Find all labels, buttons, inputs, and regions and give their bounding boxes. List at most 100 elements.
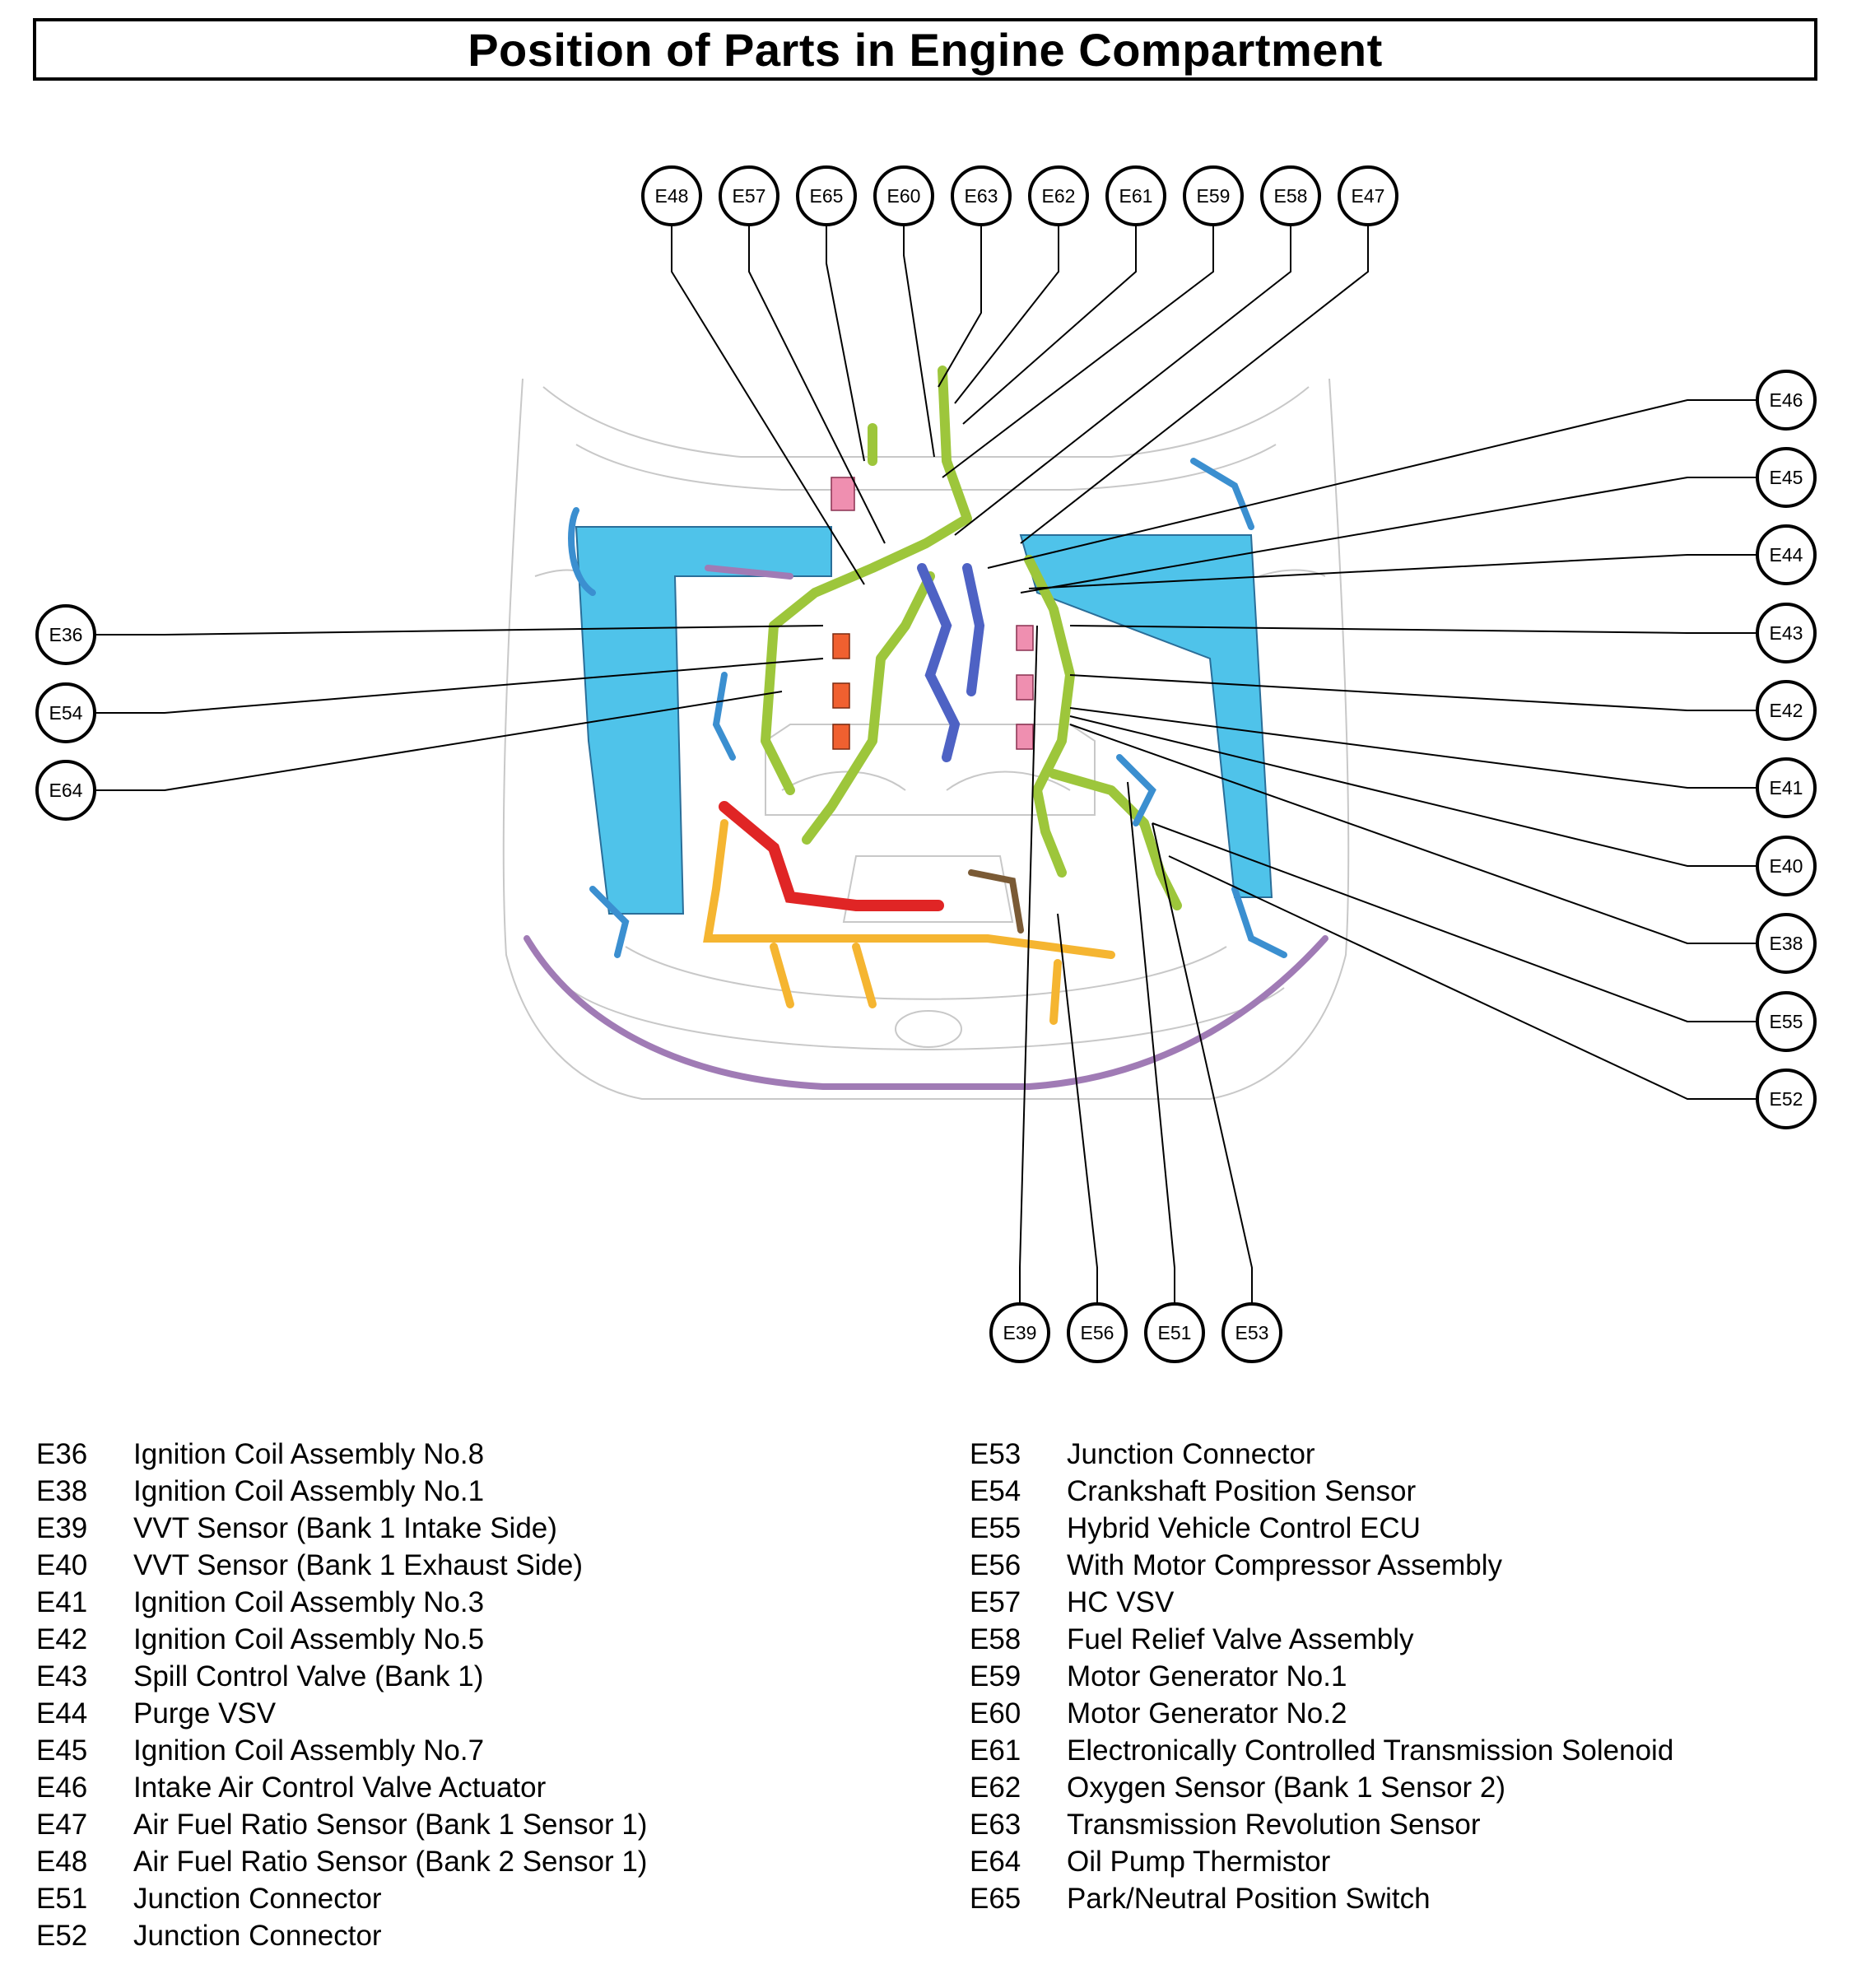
callout-circle: [1756, 757, 1817, 818]
leader-line: [671, 225, 865, 585]
leader-line: [1152, 822, 1757, 1022]
legend-entry: E44 Purge VSV: [36, 1696, 276, 1732]
legend-code: E38: [36, 1475, 88, 1507]
legend-code: E62: [970, 1772, 1021, 1804]
legend-code: E46: [36, 1772, 88, 1804]
legend-entry: E54 Crankshaft Position Sensor: [970, 1474, 1416, 1510]
legend-code: E47: [36, 1809, 88, 1841]
legend-code: E42: [36, 1623, 88, 1655]
legend-code: E58: [970, 1623, 1021, 1655]
callout-marker: E56: [1067, 1302, 1128, 1363]
vehicle-outline: [502, 378, 1350, 1100]
legend-code: E60: [970, 1697, 1021, 1730]
legend-code: E54: [970, 1475, 1021, 1507]
leader-line: [1020, 477, 1757, 594]
callout-circle: [873, 165, 934, 226]
callout-marker: E36: [35, 604, 96, 665]
legend-label: Junction Connector: [133, 1920, 382, 1952]
callout-circle: [1756, 836, 1817, 896]
legend-code: E65: [970, 1883, 1021, 1915]
callout-label: E54: [49, 702, 83, 724]
callout-marker: E51: [1144, 1302, 1205, 1363]
legend-label: With Motor Compressor Assembly: [1067, 1549, 1503, 1581]
leader-line: [1069, 674, 1757, 711]
legend-label: HC VSV: [1067, 1586, 1175, 1618]
callout-circle: [1756, 524, 1817, 585]
legend-label: VVT Sensor (Bank 1 Intake Side): [133, 1512, 557, 1544]
legend-entry: E39 VVT Sensor (Bank 1 Intake Side): [36, 1511, 557, 1547]
title-box: Position of Parts in Engine Compartment: [33, 18, 1817, 81]
callout-label: E38: [1770, 933, 1803, 954]
callout-circle: [951, 165, 1012, 226]
legend-code: E59: [970, 1660, 1021, 1692]
legend-code: E39: [36, 1512, 88, 1544]
legend-label: Spill Control Valve (Bank 1): [133, 1660, 484, 1692]
legend-label: Ignition Coil Assembly No.1: [133, 1475, 485, 1507]
callout-marker: E52: [1756, 1068, 1817, 1129]
leader-line: [903, 225, 935, 458]
legend-code: E45: [36, 1734, 88, 1767]
callout-marker: E54: [35, 682, 96, 743]
callout-circle: [1756, 1068, 1817, 1129]
callout-circle: [1756, 680, 1817, 741]
callout-circle: [1756, 447, 1817, 508]
legend-label: Crankshaft Position Sensor: [1067, 1475, 1417, 1507]
callout-marker: E65: [796, 165, 857, 226]
legend-code: E41: [36, 1586, 88, 1618]
leader-line: [938, 225, 982, 388]
leader-line: [1057, 913, 1098, 1304]
callout-label: E57: [733, 185, 766, 207]
legend-code: E55: [970, 1512, 1021, 1544]
callout-label: E56: [1081, 1322, 1114, 1343]
leader-line: [1152, 822, 1253, 1304]
callout-circle: [1756, 913, 1817, 974]
callout-label: E59: [1197, 185, 1231, 207]
leader-line: [1028, 554, 1757, 589]
legend-label: Motor Generator No.2: [1067, 1697, 1347, 1730]
callout-label: E43: [1770, 622, 1803, 644]
callout-circle: [1338, 165, 1398, 226]
legend-label: Ignition Coil Assembly No.3: [133, 1586, 485, 1618]
legend-label: Intake Air Control Valve Actuator: [133, 1772, 547, 1804]
legend-entry: E60 Motor Generator No.2: [970, 1696, 1347, 1732]
legend-code: E36: [36, 1438, 88, 1470]
callout-label: E60: [887, 185, 921, 207]
legend-code: E44: [36, 1697, 88, 1730]
callout-circle: [796, 165, 857, 226]
callout-circle: [719, 165, 779, 226]
leader-line: [826, 225, 865, 462]
callout-marker: E53: [1221, 1302, 1282, 1363]
harness-red: [719, 801, 944, 911]
callout-circle: [1260, 165, 1321, 226]
legend-label: Junction Connector: [1067, 1438, 1315, 1470]
callout-marker: E41: [1756, 757, 1817, 818]
callout-label: E46: [1770, 389, 1803, 411]
callout-label: E64: [49, 780, 83, 801]
callout-marker: E57: [719, 165, 779, 226]
callout-marker: E59: [1183, 165, 1244, 226]
leader-line: [954, 225, 1291, 536]
callout-circle: [1756, 603, 1817, 663]
callout-circle: [1144, 1302, 1205, 1363]
leader-line: [1069, 707, 1757, 789]
harness-green: [761, 365, 1182, 910]
callout-circle: [35, 604, 96, 665]
callout-label: E58: [1274, 185, 1308, 207]
legend-label: Ignition Coil Assembly No.5: [133, 1623, 485, 1655]
leader-line: [942, 225, 1214, 478]
legend-label: Purge VSV: [133, 1697, 277, 1730]
harness-navy: [917, 563, 985, 762]
legend-label: Motor Generator No.1: [1067, 1660, 1347, 1692]
legend-code: E53: [970, 1438, 1021, 1470]
leader-line: [748, 225, 886, 544]
leader-line: [1069, 625, 1757, 634]
